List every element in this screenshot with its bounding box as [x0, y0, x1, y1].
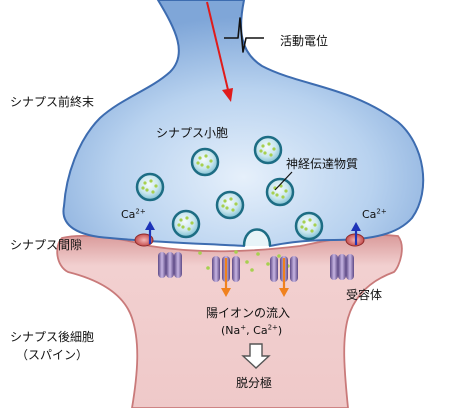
vesicle	[171, 209, 201, 239]
ions-label: (Na+, Ca2+)	[221, 323, 283, 337]
presynaptic-terminal-label: シナプス前終末	[10, 95, 95, 109]
calcium-arrow-right	[351, 222, 361, 245]
action-potential-arrow	[206, 1, 233, 102]
neurotransmitter-leader-line	[274, 171, 293, 191]
vesicle	[135, 172, 165, 202]
calcium-label-right: Ca2+	[362, 207, 387, 221]
receptor	[330, 254, 354, 280]
depolarization-label: 脱分極	[236, 376, 273, 390]
fusing-vesicle	[242, 228, 272, 247]
cation-influx-arrow-1	[221, 258, 231, 297]
postsynaptic-spine	[56, 234, 403, 408]
synaptic-vesicles	[135, 135, 324, 241]
vesicle	[253, 135, 283, 165]
spine-label: （スパイン）	[16, 348, 89, 362]
cation-influx-label: 陽イオンの流入	[206, 306, 291, 320]
cation-influx-arrow-2	[279, 258, 289, 297]
vesicle	[265, 177, 295, 207]
action-potential-label: 活動電位	[280, 34, 329, 48]
postsynaptic-cell-label: シナプス後細胞	[10, 330, 95, 344]
neurotransmitter-label: 神経伝達物質	[286, 157, 359, 171]
calcium-arrow-left	[145, 221, 155, 244]
calcium-channel-left	[134, 233, 154, 247]
action-potential-waveform-icon	[224, 17, 264, 53]
calcium-label-left: Ca2+	[121, 207, 146, 221]
synaptic-cleft-label: シナプス間隙	[10, 238, 83, 252]
vesicle	[215, 190, 245, 220]
receptor-label: 受容体	[346, 288, 383, 302]
receptors	[158, 252, 354, 282]
receptor	[158, 252, 182, 278]
synaptic-vesicle-label: シナプス小胞	[156, 126, 229, 140]
vesicle	[294, 211, 324, 241]
depolarization-down-arrow-icon	[241, 343, 271, 369]
vesicle	[190, 147, 220, 177]
